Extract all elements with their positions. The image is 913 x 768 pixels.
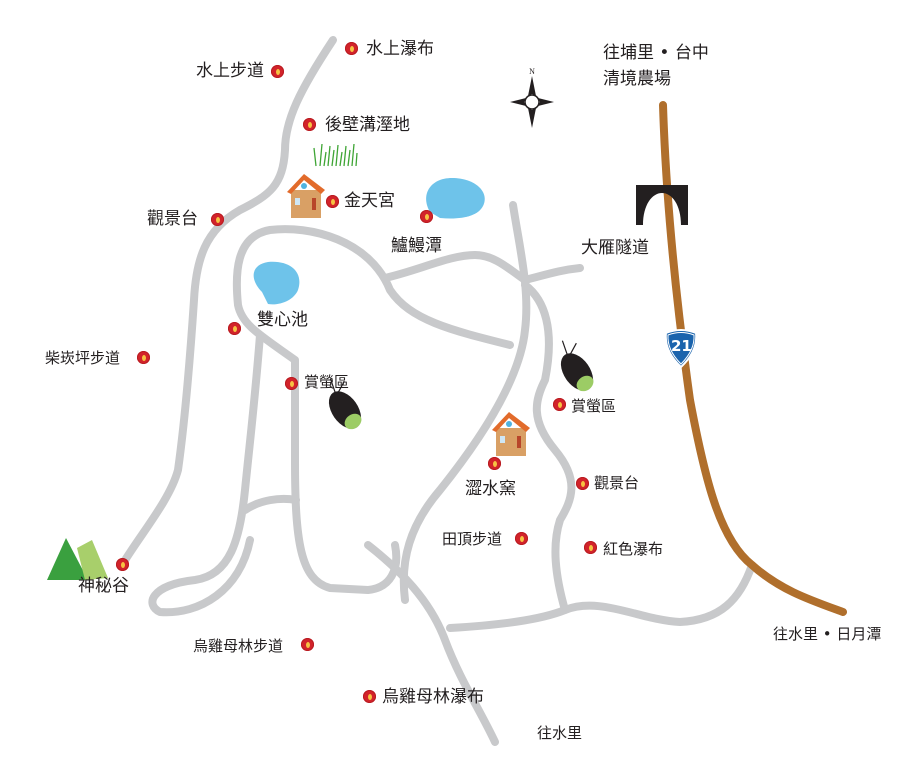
poi-label-shuangxin-pond: 雙心池: [257, 310, 308, 330]
firefly-icon-west: [328, 378, 362, 430]
poi-marker-lumantan[interactable]: [420, 210, 433, 223]
poi-label-wujimulin-waterfall: 烏雞母林瀑布: [382, 687, 484, 707]
poi-label-viewpoint-west: 觀景台: [147, 209, 198, 229]
road-network: [118, 36, 756, 746]
highway-21-shield: [664, 329, 698, 369]
road-south-east: [446, 561, 756, 632]
lake-shuangxin: [253, 261, 300, 305]
poi-marker-houbigou-wetland[interactable]: [303, 118, 316, 131]
poi-label-lumantan: 鱸鰻潭: [391, 236, 442, 256]
road-lumantan: [381, 251, 584, 284]
poi-marker-wujimulin-waterfall[interactable]: [363, 690, 376, 703]
road-connector-west: [241, 494, 300, 514]
poi-marker-firefly-east[interactable]: [553, 398, 566, 411]
poi-label-jintian-temple: 金天宮: [344, 191, 395, 211]
poi-label-shuishang-trail: 水上步道: [196, 61, 264, 81]
house-icon-jintian: [287, 174, 325, 218]
poi-marker-jintian-temple[interactable]: [326, 195, 339, 208]
tunnel-icon: [636, 185, 688, 225]
highway-number: 21: [671, 337, 692, 355]
highway-21: [659, 101, 847, 616]
poi-marker-chaiguping-trail[interactable]: [137, 351, 150, 364]
road-east-branch: [521, 281, 576, 614]
poi-marker-shuangxin-pond[interactable]: [228, 322, 241, 335]
mountain-icon: [47, 538, 108, 580]
poi-label-wujimulin-trail: 烏雞母林步道: [193, 637, 284, 655]
road-north: [118, 36, 337, 569]
poi-marker-viewpoint-west[interactable]: [211, 213, 224, 226]
poi-marker-shuishang-trail[interactable]: [271, 65, 284, 78]
poi-label-houbigou-wetland: 後壁溝溼地: [325, 115, 410, 135]
lake-lumantan: [426, 178, 485, 219]
poi-label-shuishang-waterfall: 水上瀑布: [366, 39, 434, 59]
grass-icon: [313, 143, 358, 167]
road-inner-left: [148, 331, 264, 617]
poi-label-tianding-trail: 田頂步道: [442, 530, 503, 548]
firefly-icon-east: [560, 340, 594, 392]
poi-label-chaiguping-trail: 柴崁坪步道: [45, 349, 121, 367]
poi-label-sesuiyao: 澀水窯: [465, 479, 516, 499]
tunnel-label: 大雁隧道: [581, 238, 649, 258]
poi-marker-viewpoint-east[interactable]: [576, 477, 589, 490]
poi-marker-tianding-trail[interactable]: [515, 532, 528, 545]
poi-marker-red-waterfall[interactable]: [584, 541, 597, 554]
house-icon-sesuiyao: [492, 412, 530, 456]
poi-label-firefly-east: 賞螢區: [571, 397, 617, 415]
compass-n-label: N: [529, 67, 535, 76]
road-center: [399, 201, 531, 604]
poi-label-mystic-valley: 神秘谷: [78, 576, 129, 596]
poi-marker-shuishang-waterfall[interactable]: [345, 42, 358, 55]
poi-label-viewpoint-east: 觀景台: [594, 474, 640, 492]
poi-label-firefly-west: 賞螢區: [304, 373, 350, 391]
compass-icon: N: [510, 67, 554, 128]
poi-marker-sesuiyao[interactable]: [488, 457, 501, 470]
direction-south-east: 往水里 • 日月潭: [773, 625, 882, 643]
direction-south: 往水里: [537, 724, 583, 742]
poi-marker-firefly-west[interactable]: [285, 377, 298, 390]
poi-marker-mystic-valley[interactable]: [116, 558, 129, 571]
road-south: [364, 541, 499, 746]
poi-marker-wujimulin-trail[interactable]: [301, 638, 314, 651]
direction-north-line2: 清境農場: [603, 69, 671, 89]
road-loop-west: [232, 225, 514, 594]
poi-label-red-waterfall: 紅色瀑布: [603, 540, 664, 558]
direction-north-line1: 往埔里 • 台中: [603, 43, 709, 63]
